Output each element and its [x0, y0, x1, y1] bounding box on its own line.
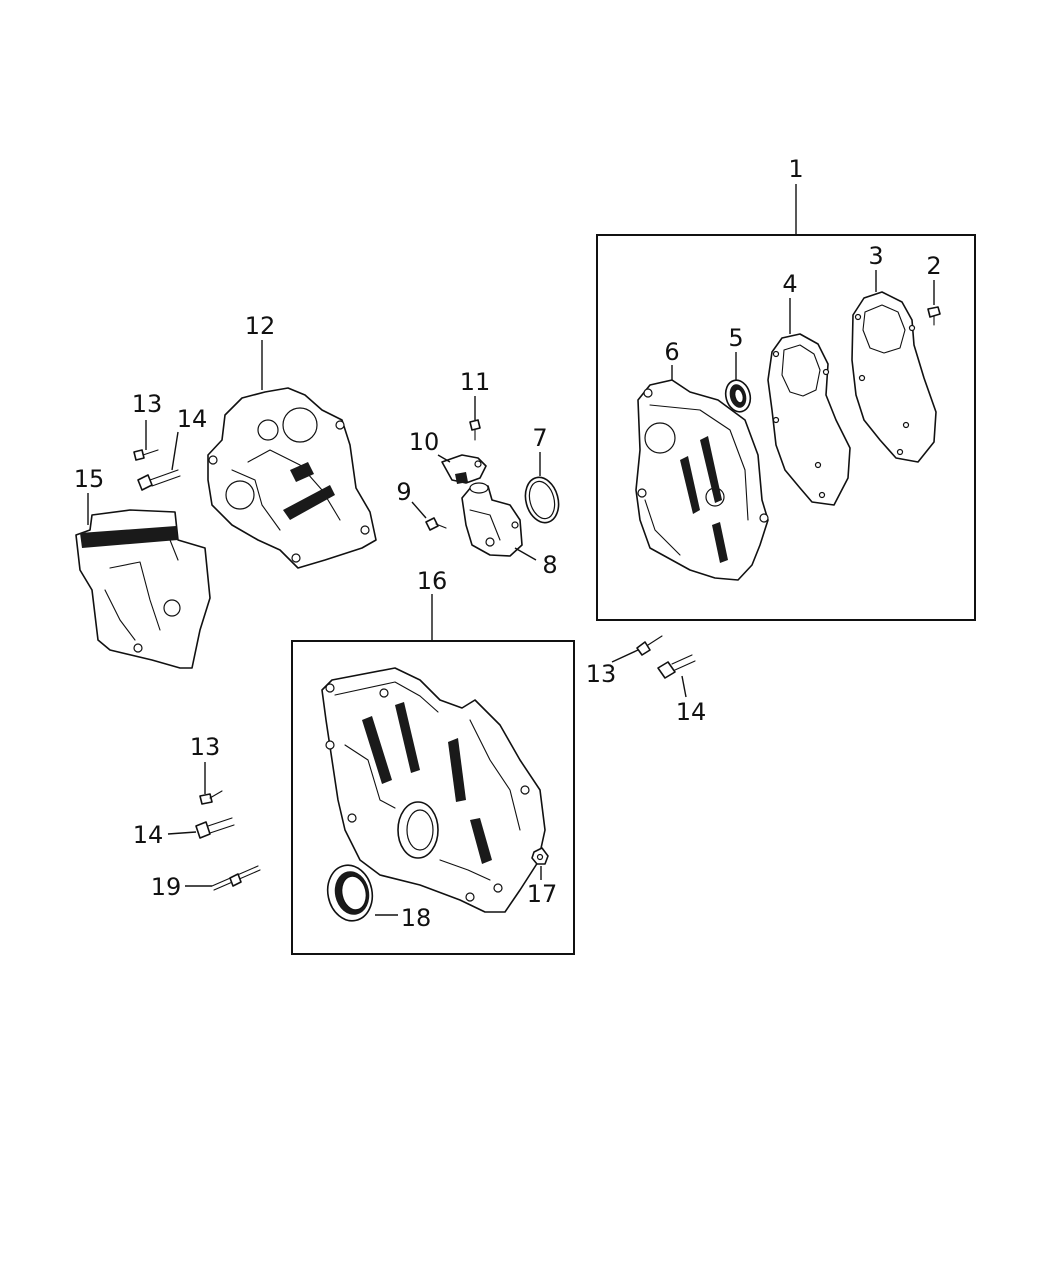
- callout-14-bottom: 14: [133, 821, 164, 849]
- callout-18: 18: [401, 904, 432, 932]
- part-15-bracket[interactable]: [75, 509, 211, 669]
- part-2-bolt[interactable]: [927, 306, 941, 326]
- part-7-o-ring[interactable]: [521, 474, 564, 527]
- callout-4: 4: [782, 270, 797, 298]
- callout-13-top: 13: [132, 390, 163, 418]
- callout-19: 19: [151, 873, 182, 901]
- callout-5: 5: [728, 324, 743, 352]
- callout-11: 11: [460, 368, 491, 396]
- part-13-bolt-c[interactable]: [199, 790, 223, 805]
- part-10-sensor[interactable]: [441, 454, 487, 484]
- callout-6: 6: [664, 338, 679, 366]
- part-14-bolt-c[interactable]: [195, 817, 235, 839]
- part-18-crank-seal[interactable]: [323, 861, 378, 925]
- callout-15: 15: [74, 465, 105, 493]
- callout-13-bottom: 13: [190, 733, 221, 761]
- part-14-bolt-a[interactable]: [137, 469, 181, 491]
- callout-17: 17: [527, 880, 558, 908]
- part-5-oil-seal[interactable]: [722, 377, 753, 414]
- part-4-gasket[interactable]: [767, 333, 851, 506]
- callout-1: 1: [788, 155, 803, 183]
- callout-12: 12: [245, 312, 276, 340]
- callout-10: 10: [409, 428, 440, 456]
- callout-8: 8: [542, 551, 557, 579]
- part-13-bolt-a[interactable]: [133, 449, 159, 461]
- part-12-timing-case[interactable]: [207, 387, 377, 569]
- group-frame-16: [291, 594, 575, 955]
- part-13-bolt-b[interactable]: [636, 635, 663, 656]
- callout-3: 3: [868, 242, 883, 270]
- callout-7: 7: [532, 424, 547, 452]
- part-14-bolt-b[interactable]: [657, 654, 696, 679]
- part-19-stud[interactable]: [211, 865, 261, 891]
- callout-14-right: 14: [676, 698, 707, 726]
- callout-9: 9: [396, 478, 411, 506]
- part-3-gasket[interactable]: [851, 291, 937, 463]
- part-11-bolt[interactable]: [469, 419, 481, 441]
- callout-2: 2: [926, 252, 941, 280]
- callout-16: 16: [417, 567, 448, 595]
- part-9-bolt[interactable]: [425, 517, 447, 531]
- part-6-timing-cover[interactable]: [635, 379, 769, 581]
- callout-14-top: 14: [177, 405, 208, 433]
- part-16-front-cover[interactable]: [321, 667, 546, 913]
- part-8-thermostat-housing[interactable]: [461, 482, 523, 557]
- callout-13-right: 13: [586, 660, 617, 688]
- group-frame-1: [596, 184, 976, 621]
- part-17-nut[interactable]: [531, 847, 549, 865]
